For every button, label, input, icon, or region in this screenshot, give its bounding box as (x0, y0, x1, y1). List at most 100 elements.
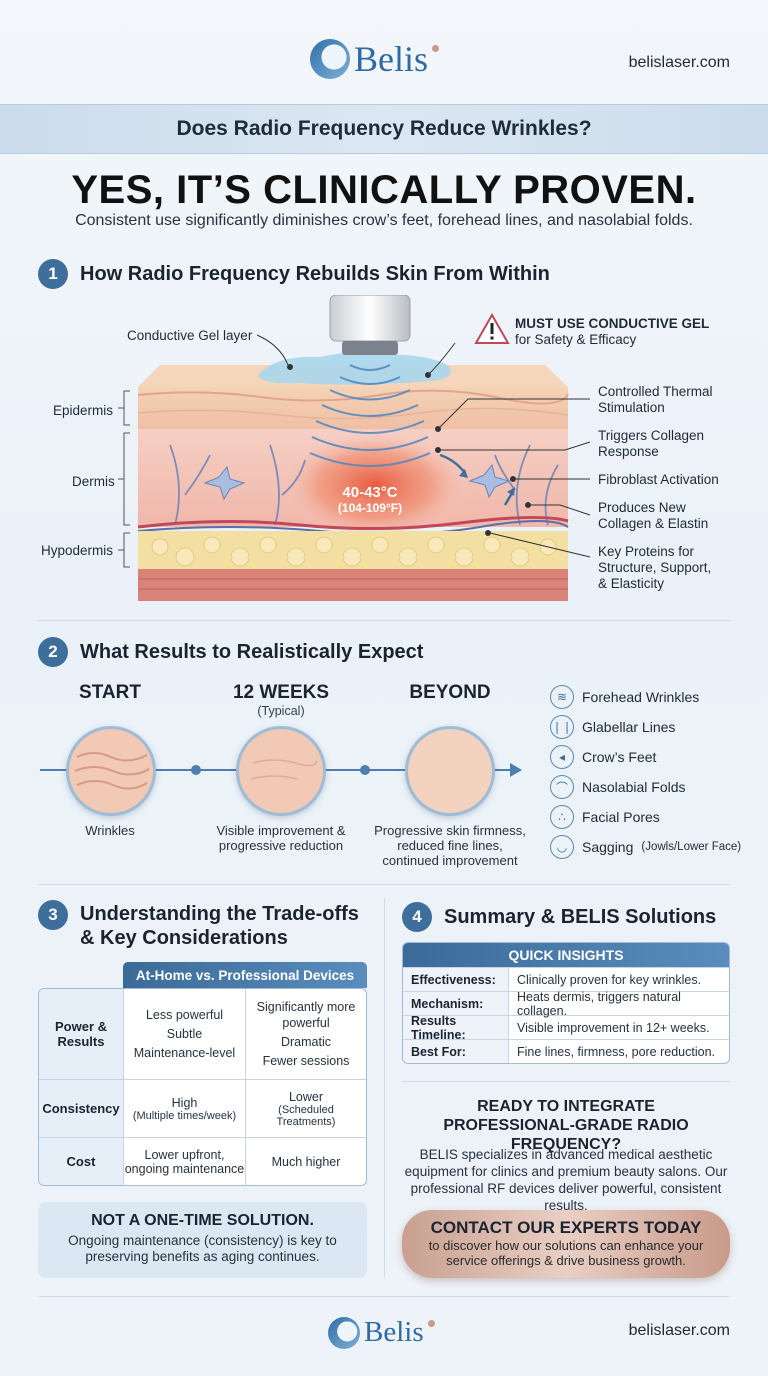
table-title: At-Home vs. Professional Devices (123, 962, 367, 988)
brand-logo[interactable]: Belis (310, 38, 440, 80)
divider (38, 1296, 730, 1297)
logo-mark-icon (310, 39, 350, 79)
section-4-heading: 4 Summary & BELIS Solutions (402, 902, 716, 932)
row-label: Power &Results (39, 989, 124, 1079)
layer-dermis: Dermis (72, 474, 115, 489)
treatment-areas-list: ≋Forehead Wrinkles ❘❘Glabellar Lines ◂Cr… (550, 682, 741, 862)
temp-fahrenheit: (104-109°F) (337, 501, 403, 515)
timeline-dot (191, 765, 201, 775)
column-divider (384, 898, 385, 1278)
jaw-icon: ◡ (550, 835, 574, 859)
skin-sample-smooth (405, 726, 495, 816)
section-2-heading: 2 What Results to Realistically Expect (38, 637, 423, 667)
rf-probe (329, 295, 411, 342)
quick-insights-title: QUICK INSIGHTS (403, 943, 729, 967)
stage-start: START (50, 682, 170, 704)
footer-site-url[interactable]: belislaser.com (628, 1322, 730, 1339)
area-note: (Jowls/Lower Face) (641, 841, 742, 853)
logo-dot-icon (427, 1320, 435, 1327)
timeline-arrow-icon (510, 763, 522, 777)
stage-caption: Wrinkles (85, 823, 135, 838)
gel-layer (258, 352, 451, 385)
logo-mark-icon (328, 1316, 360, 1349)
section-3-heading: 3 Understanding the Trade-offs & Key Con… (38, 900, 359, 950)
section-title: How Radio Frequency Rebuilds Skin From W… (80, 262, 550, 285)
quick-insights-table: QUICK INSIGHTS Effectiveness:Clinically … (402, 942, 730, 1064)
section-title-line2: & Key Considerations (80, 927, 288, 949)
glabella-icon: ❘❘ (550, 715, 574, 739)
callout-fibroblast: Fibroblast Activation (598, 472, 719, 487)
pro-cell: Much higher (271, 1154, 341, 1169)
warning-title: MUST USE CONDUCTIVE GEL (515, 316, 710, 331)
fibroblast-cell (203, 465, 246, 501)
table-row: Mechanism:Heats dermis, triggers natural… (403, 990, 729, 1018)
forehead-icon: ≋ (550, 685, 574, 709)
stage-title: 12 WEEKS (232, 682, 330, 703)
row-label: Cost (39, 1138, 124, 1185)
button-title: CONTACT OUR EXPERTS TODAY (430, 1218, 702, 1237)
gel-warning: MUST USE CONDUCTIVE GEL for Safety & Eff… (515, 316, 709, 348)
section-title: Understanding the Trade-offs (80, 903, 359, 925)
title-bar: Does Radio Frequency Reduce Wrinkles? (0, 104, 768, 154)
pores-icon: ∴ (550, 805, 574, 829)
stage-title: BEYOND (409, 682, 491, 703)
divider (38, 884, 730, 885)
site-url[interactable]: belislaser.com (628, 54, 730, 71)
table-row: Best For:Fine lines, firmness, pore redu… (403, 1039, 729, 1063)
note-text: Ongoing maintenance (consistency) is key… (68, 1233, 337, 1264)
table-row: Consistency High(Multiple times/week) Lo… (39, 1079, 366, 1137)
skin-diagram (118, 295, 591, 601)
temperature-label: 40-43°C (104-109°F) (325, 484, 415, 515)
cta-description: BELIS specializes in advanced medical ae… (404, 1147, 728, 1213)
layer-hypodermis: Hypodermis (41, 543, 114, 558)
maintenance-note: NOT A ONE-TIME SOLUTION. Ongoing mainten… (38, 1202, 367, 1278)
list-item: ∴Facial Pores (550, 802, 741, 832)
fibroblast-cell (468, 463, 511, 499)
section-number: 2 (38, 637, 68, 667)
skin-sample-improved (236, 726, 326, 816)
hero-title: YES, IT’S CLINICALLY PROVEN. (71, 168, 697, 212)
section-number: 4 (402, 902, 432, 932)
stage-12-weeks: 12 WEEKS (Typical) (216, 682, 346, 718)
footer-logo[interactable]: Belis (328, 1316, 435, 1349)
home-cell: High(Multiple times/week) (124, 1080, 246, 1137)
stage-caption: Progressive skin firmness,reduced fine l… (374, 823, 526, 868)
gel-label: Conductive Gel layer (127, 328, 253, 343)
list-item: ◂Crow’s Feet (550, 742, 741, 772)
row-label: Consistency (39, 1080, 124, 1137)
table-row: Cost Lower upfront,ongoing maintenance M… (39, 1137, 366, 1185)
layer-epidermis: Epidermis (53, 403, 114, 418)
timeline-dot (360, 765, 370, 775)
logo-dot-icon (432, 44, 440, 52)
heat-zone (280, 430, 470, 540)
stage-title: START (79, 682, 141, 703)
hero-subtitle: Consistent use significantly diminishes … (75, 212, 693, 229)
divider (38, 620, 730, 621)
warning-text: for Safety & Efficacy (515, 332, 637, 347)
section-number: 3 (38, 900, 68, 930)
contact-experts-button[interactable]: CONTACT OUR EXPERTS TODAY to discover ho… (402, 1210, 730, 1278)
stage-subtitle: (Typical) (257, 704, 305, 718)
eye-icon: ◂ (550, 745, 574, 769)
section-1-heading: 1 How Radio Frequency Rebuilds Skin From… (38, 259, 550, 289)
stage-beyond: BEYOND (385, 682, 515, 704)
brand-name: Belis (354, 39, 429, 79)
list-item: ❘❘Glabellar Lines (550, 712, 741, 742)
stage-caption: Visible improvement &progressive reducti… (216, 823, 346, 853)
home-cell: Lower upfront,ongoing maintenance (124, 1138, 246, 1185)
section-number: 1 (38, 259, 68, 289)
section-title: What Results to Realistically Expect (80, 640, 424, 663)
note-title: NOT A ONE-TIME SOLUTION. (91, 1212, 314, 1229)
nose-icon: ⌒ (550, 775, 574, 799)
skin-sample-wrinkled (66, 726, 156, 816)
temp-celsius: 40-43°C (342, 484, 398, 501)
button-text: to discover how our solutions can enhanc… (428, 1238, 704, 1268)
